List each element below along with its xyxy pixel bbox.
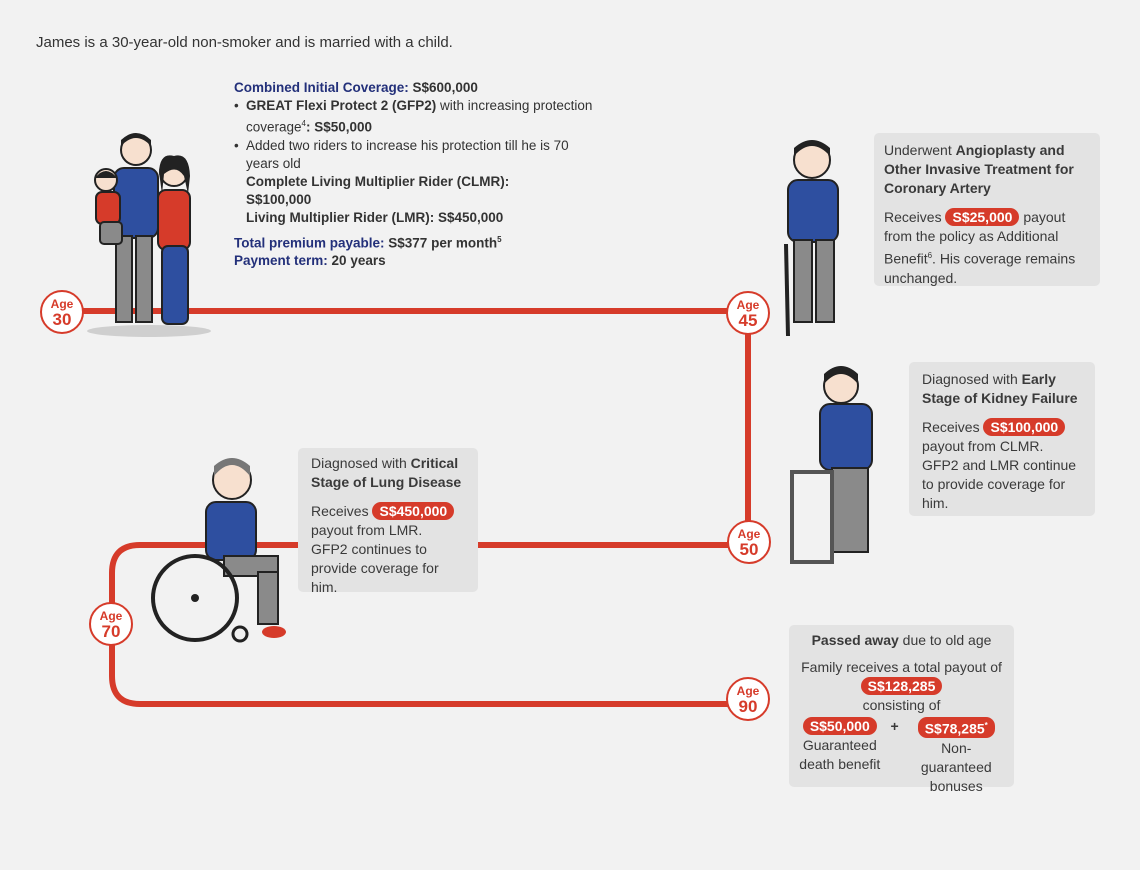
age-label: Age bbox=[99, 609, 123, 623]
payout-amount-badge: S$100,000 bbox=[983, 418, 1066, 436]
guaranteed-benefit: S$50,000 Guaranteed death benefit bbox=[797, 717, 883, 774]
age-90-marker: Age 90 bbox=[726, 677, 770, 721]
payout-amount-badge: S$450,000 bbox=[372, 502, 455, 520]
age-label: Age bbox=[737, 527, 761, 541]
premium-line: Total premium payable: S$377 per month5 bbox=[234, 231, 594, 253]
gfp2-bullet: GREAT Flexi Protect 2 (GFP2) with increa… bbox=[234, 97, 594, 137]
clmr-line2: S$100,000 bbox=[246, 191, 312, 207]
bonuses-amount-badge: S$78,285* bbox=[917, 717, 995, 738]
man-in-wheelchair-illustration bbox=[151, 458, 286, 643]
age-label: Age bbox=[736, 298, 760, 312]
riders-text: Added two riders to increase his protect… bbox=[246, 137, 569, 171]
event-45-title: Underwent Angioplasty and Other Invasive… bbox=[884, 142, 1074, 196]
event-45-payout: Receives S$25,000 payout from the policy… bbox=[884, 208, 1076, 286]
family-illustration bbox=[87, 133, 211, 337]
term-label: Payment term: bbox=[234, 253, 328, 268]
man-with-cane-illustration bbox=[784, 140, 839, 337]
event-70-payout: Receives S$450,000 payout from LMR. GFP2… bbox=[311, 502, 468, 597]
age-45-value: 45 bbox=[738, 311, 758, 330]
age-70-marker: Age 70 bbox=[89, 602, 133, 646]
payout-amount-badge: S$25,000 bbox=[945, 208, 1020, 226]
age-label: Age bbox=[50, 297, 74, 311]
guaranteed-amount-badge: S$50,000 bbox=[802, 717, 877, 735]
premium-label: Total premium payable: bbox=[234, 235, 385, 250]
event-50-title: Diagnosed with Early Stage of Kidney Fai… bbox=[922, 371, 1078, 406]
bonuses-label: Non-guaranteed bonuses bbox=[920, 739, 992, 794]
guaranteed-label: Guaranteed death benefit bbox=[799, 737, 881, 772]
man-with-walker-illustration bbox=[790, 366, 873, 564]
term-value: 20 years bbox=[327, 253, 386, 268]
age-90-value: 90 bbox=[738, 697, 758, 716]
age-50-marker: Age 50 bbox=[727, 520, 771, 564]
payout-breakdown: S$50,000 Guaranteed death benefit + S$78… bbox=[797, 717, 1006, 796]
clmr-line1: Complete Living Multiplier Rider (CLMR): bbox=[246, 173, 510, 189]
combined-coverage: Combined Initial Coverage: S$600,000 bbox=[234, 79, 594, 97]
event-90-title: Passed away due to old age bbox=[811, 632, 992, 648]
event-age-50-card: Diagnosed with Early Stage of Kidney Fai… bbox=[909, 362, 1095, 516]
coverage-label: Combined Initial Coverage: bbox=[234, 80, 409, 95]
total-payout-badge: S$128,285 bbox=[860, 677, 943, 695]
event-age-70-card: Diagnosed with Critical Stage of Lung Di… bbox=[298, 448, 478, 595]
bonuses-benefit: S$78,285* Non-guaranteed bonuses bbox=[907, 717, 1007, 796]
plan-details: Combined Initial Coverage: S$600,000 GRE… bbox=[234, 79, 594, 270]
riders-bullet: Added two riders to increase his protect… bbox=[234, 137, 594, 227]
intro-text: James is a 30-year-old non-smoker and is… bbox=[36, 34, 453, 51]
event-70-title: Diagnosed with Critical Stage of Lung Di… bbox=[311, 455, 462, 490]
premium-footnote: 5 bbox=[497, 234, 502, 244]
event-age-90-card: Passed away due to old age Family receiv… bbox=[789, 625, 1014, 794]
gfp2-value: : S$50,000 bbox=[306, 119, 373, 135]
age-30-value: 30 bbox=[52, 310, 72, 329]
age-70-value: 70 bbox=[101, 622, 121, 641]
age-label: Age bbox=[736, 684, 760, 698]
lmr-line: Living Multiplier Rider (LMR): S$450,000 bbox=[246, 209, 504, 225]
family-payout-text: Family receives a total payout of bbox=[801, 659, 1002, 675]
consisting-text: consisting of bbox=[862, 697, 941, 713]
gfp2-name: GREAT Flexi Protect 2 (GFP2) bbox=[246, 98, 437, 113]
event-50-payout: Receives S$100,000 payout from CLMR. GFP… bbox=[922, 418, 1077, 511]
gfp2-footnote: 4 bbox=[301, 119, 306, 128]
gfp2-text: with increasing protection coverage bbox=[246, 98, 593, 135]
premium-value: S$377 per month bbox=[384, 235, 498, 250]
age-45-marker: Age 45 bbox=[726, 291, 770, 335]
age-50-value: 50 bbox=[739, 540, 759, 559]
coverage-value: S$600,000 bbox=[408, 80, 478, 95]
event-age-45-card: Underwent Angioplasty and Other Invasive… bbox=[874, 133, 1100, 286]
age-30-marker: Age 30 bbox=[40, 290, 84, 334]
plus-sign: + bbox=[890, 718, 899, 734]
term-line: Payment term: 20 years bbox=[234, 252, 594, 270]
